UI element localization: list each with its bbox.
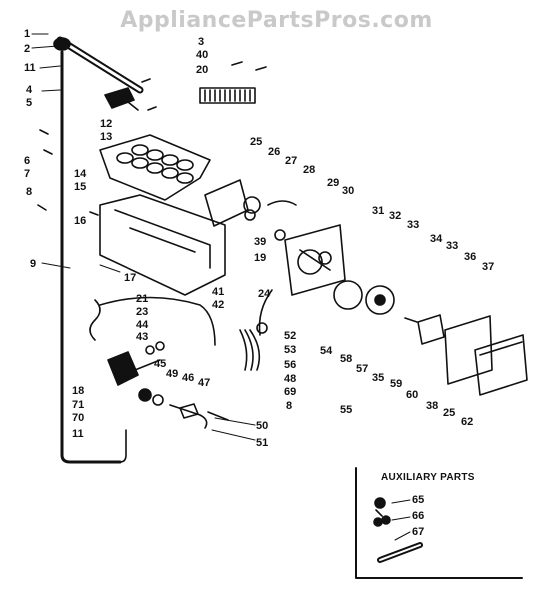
fill-tube-rod xyxy=(53,36,144,94)
callout-24: 24 xyxy=(258,288,271,300)
cover-plate xyxy=(444,315,528,396)
callout-66: 66 xyxy=(412,510,425,522)
callout-33b: 33 xyxy=(446,240,459,252)
leader-lines xyxy=(31,33,411,541)
callout-53: 53 xyxy=(284,344,297,356)
callout-28: 28 xyxy=(303,164,316,176)
callout-34: 34 xyxy=(430,233,443,245)
callout-70: 70 xyxy=(72,412,85,424)
callout-30: 30 xyxy=(342,185,355,197)
water-valve xyxy=(107,341,165,386)
callout-55: 55 xyxy=(340,404,353,416)
callout-50: 50 xyxy=(256,420,269,432)
callout-13: 13 xyxy=(100,131,113,143)
callout-25b: 25 xyxy=(443,407,456,419)
callout-20: 20 xyxy=(196,64,209,76)
callout-69: 69 xyxy=(284,386,297,398)
callout-12: 12 xyxy=(100,118,113,130)
callout-35: 35 xyxy=(372,372,385,384)
callout-23: 23 xyxy=(136,306,149,318)
callout-6: 6 xyxy=(24,155,31,167)
callout-32: 32 xyxy=(389,210,402,222)
callout-39: 39 xyxy=(254,236,267,248)
callout-21: 21 xyxy=(136,293,149,305)
auxiliary-box xyxy=(355,467,523,579)
callout-8: 8 xyxy=(26,186,33,198)
callout-47: 47 xyxy=(198,377,211,389)
callout-27: 27 xyxy=(285,155,298,167)
inlet-fitting xyxy=(138,388,229,429)
callout-48: 48 xyxy=(284,373,297,385)
callout-18: 18 xyxy=(72,385,85,397)
callout-42: 42 xyxy=(212,299,225,311)
wire-harness xyxy=(89,289,273,371)
mounting-bracket xyxy=(104,87,139,111)
callout-44: 44 xyxy=(136,319,149,331)
callout-15: 15 xyxy=(74,181,87,193)
drive-gear xyxy=(333,280,395,315)
callout-36: 36 xyxy=(464,251,477,263)
callout-33: 33 xyxy=(407,219,420,231)
callout-56: 56 xyxy=(284,359,297,371)
callout-45: 45 xyxy=(154,358,167,370)
callout-8b: 8 xyxy=(286,400,293,412)
callout-11b: 11 xyxy=(72,428,84,440)
heater-strip xyxy=(199,87,256,104)
callout-43: 43 xyxy=(136,331,149,343)
callout-59: 59 xyxy=(390,378,403,390)
callout-1: 1 xyxy=(24,28,31,40)
callout-19: 19 xyxy=(254,252,267,264)
callout-38: 38 xyxy=(426,400,439,412)
screws xyxy=(37,61,267,216)
callout-71: 71 xyxy=(72,399,85,411)
callout-17: 17 xyxy=(124,272,137,284)
callout-41: 41 xyxy=(212,286,225,298)
callout-60: 60 xyxy=(406,389,419,401)
switch xyxy=(404,314,445,345)
callout-49: 49 xyxy=(166,368,179,380)
callout-25: 25 xyxy=(250,136,263,148)
callout-51: 51 xyxy=(256,437,269,449)
callout-5: 5 xyxy=(26,97,33,109)
support-plate xyxy=(204,179,297,241)
callout-26: 26 xyxy=(268,146,281,158)
callout-40: 40 xyxy=(196,49,209,61)
callout-65: 65 xyxy=(412,494,425,506)
callout-11: 11 xyxy=(24,62,36,74)
ice-mold-tray xyxy=(99,134,211,201)
callout-4: 4 xyxy=(26,84,33,96)
water-line xyxy=(60,50,127,464)
callout-29: 29 xyxy=(327,177,340,189)
callout-9: 9 xyxy=(30,258,37,270)
callout-58: 58 xyxy=(340,353,353,365)
callout-37: 37 xyxy=(482,261,495,273)
auxiliary-parts-title: AUXILIARY PARTS xyxy=(381,472,475,483)
motor-module xyxy=(284,224,346,296)
callout-57: 57 xyxy=(356,363,369,375)
callout-52: 52 xyxy=(284,330,297,342)
callout-31: 31 xyxy=(372,205,385,217)
callout-2: 2 xyxy=(24,43,31,55)
callout-14: 14 xyxy=(74,168,87,180)
callout-3: 3 xyxy=(198,36,205,48)
callout-54: 54 xyxy=(320,345,333,357)
housing xyxy=(99,194,226,296)
callout-67: 67 xyxy=(412,526,425,538)
callout-46: 46 xyxy=(182,372,195,384)
callout-62: 62 xyxy=(461,416,474,428)
watermark: AppliancePartsPros.com xyxy=(120,8,433,33)
callout-7: 7 xyxy=(24,168,31,180)
callout-16: 16 xyxy=(74,215,87,227)
